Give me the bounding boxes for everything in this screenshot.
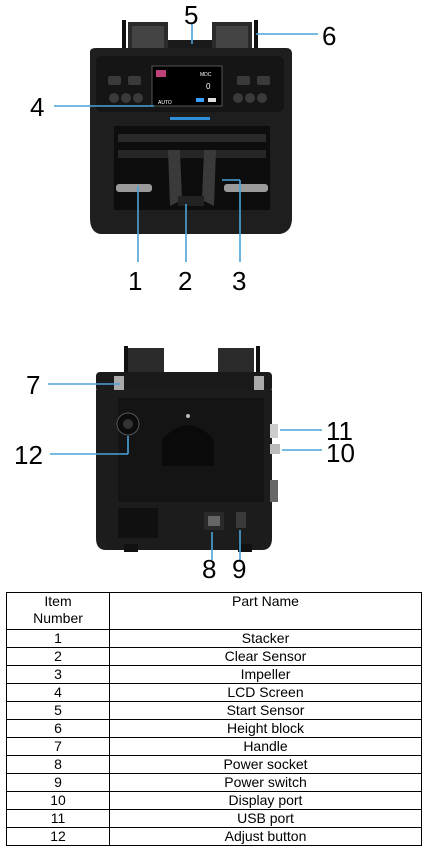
front-view-figure: MDC 0 AUTO 5 6 4 1 2 3 [0,0,427,300]
callout-1: 1 [128,266,142,296]
item-number-cell: 6 [6,719,110,738]
start-sensor [168,40,212,50]
item-number-cell: 5 [6,701,110,720]
part-name-cell: Clear Sensor [109,647,422,666]
item-number-cell: 8 [6,755,110,774]
impeller [224,184,268,192]
callout-7: 7 [26,370,40,400]
callout-9: 9 [232,554,246,580]
display-port [270,444,280,454]
left-button-group [108,76,143,103]
item-number-cell: 10 [6,791,110,810]
lcd-count: 0 [206,82,211,91]
lcd-brand: MDC [200,72,212,78]
rear-view-figure: 7 12 11 10 8 9 [0,340,427,584]
callout-5: 5 [184,0,198,30]
callout-8: 8 [202,554,216,580]
right-button-group [233,76,270,103]
item-number-cell: 1 [6,629,110,648]
item-number-cell: 4 [6,683,110,702]
callout-4: 4 [30,92,44,122]
part-name-cell: Start Sensor [109,701,422,720]
part-name-cell: LCD Screen [109,683,422,702]
lcd-mode: AUTO [158,100,172,106]
item-number-cell: 2 [6,647,110,666]
clear-sensor-left [168,150,182,206]
stacker [116,184,152,192]
item-number-cell: 9 [6,773,110,792]
item-number-cell: 12 [6,827,110,846]
front-view-svg: MDC 0 AUTO 5 6 4 1 2 3 [30,0,336,296]
rear-view-svg: 7 12 11 10 8 9 [14,346,355,584]
callout-12: 12 [14,440,43,470]
usb-port [270,424,278,438]
part-name-cell: Handle [109,737,422,756]
callout-10: 10 [326,438,355,468]
part-name-cell: Power switch [109,773,422,792]
part-name-cell: USB port [109,809,422,828]
callout-2: 2 [178,266,192,296]
item-number-cell: 7 [6,737,110,756]
callout-11: 11 [326,416,353,446]
item-number-cell: 11 [6,809,110,828]
callout-6: 6 [322,21,336,51]
header-part-name: Part Name [109,592,422,630]
handle [96,372,272,392]
part-name-cell: Power socket [109,755,422,774]
callout-3: 3 [232,266,246,296]
part-name-cell: Adjust button [109,827,422,846]
part-name-cell: Height block [109,719,422,738]
part-name-cell: Impeller [109,665,422,684]
header-item-number: Item Number [6,592,110,630]
part-name-cell: Stacker [109,629,422,648]
part-name-cell: Display port [109,791,422,810]
table-header-row: Item Number Part Name [6,592,422,630]
power-switch [236,512,246,528]
item-number-cell: 3 [6,665,110,684]
